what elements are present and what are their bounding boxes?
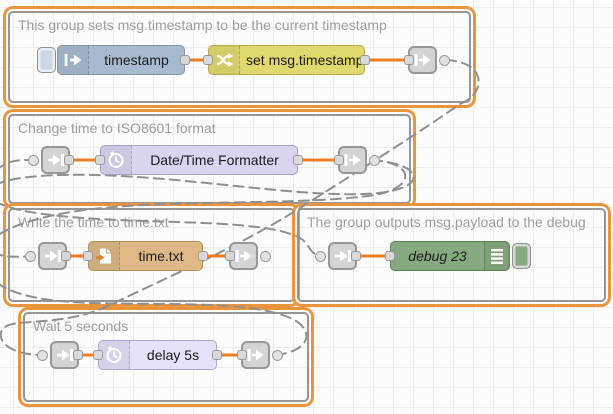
- datetime-formatter-node[interactable]: Date/Time Formatter: [95, 145, 303, 175]
- group-label: This group sets msg.timestamp to be the …: [18, 17, 387, 33]
- output-port[interactable]: [180, 55, 190, 65]
- console-lines-icon: [484, 242, 509, 270]
- shuffle-icon: [209, 46, 240, 74]
- group-label: The group outputs msg.payload to the deb…: [307, 214, 586, 230]
- clock-icon: [101, 146, 132, 174]
- group-wait[interactable]: Wait 5 seconds: [23, 312, 309, 402]
- virtual-link-wire[interactable]: [0, 159, 415, 257]
- file-node[interactable]: time.txt: [83, 241, 208, 271]
- group-label: Write the time to time.txt: [18, 214, 169, 230]
- link-out-icon: [344, 154, 360, 166]
- link-out-icon: [414, 54, 430, 66]
- inject-trigger-button[interactable]: [37, 47, 56, 73]
- link-port[interactable]: [369, 154, 380, 166]
- change-node[interactable]: set msg.timestamp: [203, 45, 370, 75]
- output-port[interactable]: [64, 155, 74, 165]
- node-label: debug 23: [408, 248, 467, 264]
- group-write-file[interactable]: Write the time to time.txt: [8, 208, 295, 302]
- link-port[interactable]: [272, 349, 283, 361]
- link-in-icon: [47, 154, 64, 166]
- link-out-node[interactable]: [404, 46, 450, 74]
- debug-toggle-button[interactable]: [512, 243, 531, 269]
- output-port[interactable]: [351, 251, 361, 261]
- output-port[interactable]: [73, 350, 83, 360]
- link-port[interactable]: [439, 54, 450, 66]
- file-out-icon: [89, 242, 120, 270]
- group-label: Wait 5 seconds: [33, 318, 129, 334]
- group-label: Change time to ISO8601 format: [18, 120, 216, 136]
- link-port[interactable]: [28, 154, 39, 166]
- link-port[interactable]: [37, 349, 48, 361]
- delay-node[interactable]: delay 5s: [93, 340, 222, 370]
- link-port[interactable]: [25, 250, 36, 262]
- link-out-icon: [235, 250, 251, 262]
- node-label: Date/Time Formatter: [150, 152, 279, 168]
- node-label: time.txt: [138, 248, 184, 264]
- link-port[interactable]: [260, 250, 271, 262]
- virtual-link-wire[interactable]: [0, 59, 480, 356]
- input-port[interactable]: [93, 350, 103, 360]
- output-port[interactable]: [61, 251, 71, 261]
- output-port[interactable]: [198, 251, 208, 261]
- input-port[interactable]: [95, 155, 105, 165]
- timer-icon: [99, 341, 130, 369]
- node-label: delay 5s: [146, 347, 200, 363]
- link-in-icon: [334, 250, 351, 262]
- link-in-node[interactable]: [28, 146, 74, 174]
- link-in-node[interactable]: [315, 242, 361, 270]
- virtual-link-wire[interactable]: [0, 159, 407, 258]
- debug-node[interactable]: debug 23: [385, 241, 510, 271]
- input-port[interactable]: [225, 251, 235, 261]
- input-port[interactable]: [237, 350, 247, 360]
- input-port[interactable]: [334, 155, 344, 165]
- group-timestamp[interactable]: This group sets msg.timestamp to be the …: [8, 11, 471, 103]
- inject-arrow-icon: [58, 46, 89, 74]
- link-out-node[interactable]: [237, 341, 283, 369]
- input-port[interactable]: [404, 55, 414, 65]
- link-out-icon: [247, 349, 263, 361]
- link-in-node[interactable]: [25, 242, 71, 270]
- input-port[interactable]: [385, 251, 395, 261]
- node-label: set msg.timestamp: [246, 52, 364, 68]
- link-in-icon: [56, 349, 73, 361]
- inject-node[interactable]: timestamp: [57, 45, 190, 75]
- link-port[interactable]: [315, 250, 326, 262]
- input-port[interactable]: [83, 251, 93, 261]
- virtual-link-wire[interactable]: [0, 158, 308, 356]
- output-port[interactable]: [360, 55, 370, 65]
- link-in-node[interactable]: [37, 341, 83, 369]
- output-port[interactable]: [293, 155, 303, 165]
- input-port[interactable]: [203, 55, 213, 65]
- node-label: timestamp: [104, 52, 169, 68]
- group-debug-output[interactable]: The group outputs msg.payload to the deb…: [297, 208, 606, 302]
- link-out-node[interactable]: [225, 242, 271, 270]
- link-in-icon: [44, 250, 61, 262]
- link-out-node[interactable]: [334, 146, 380, 174]
- output-port[interactable]: [212, 350, 222, 360]
